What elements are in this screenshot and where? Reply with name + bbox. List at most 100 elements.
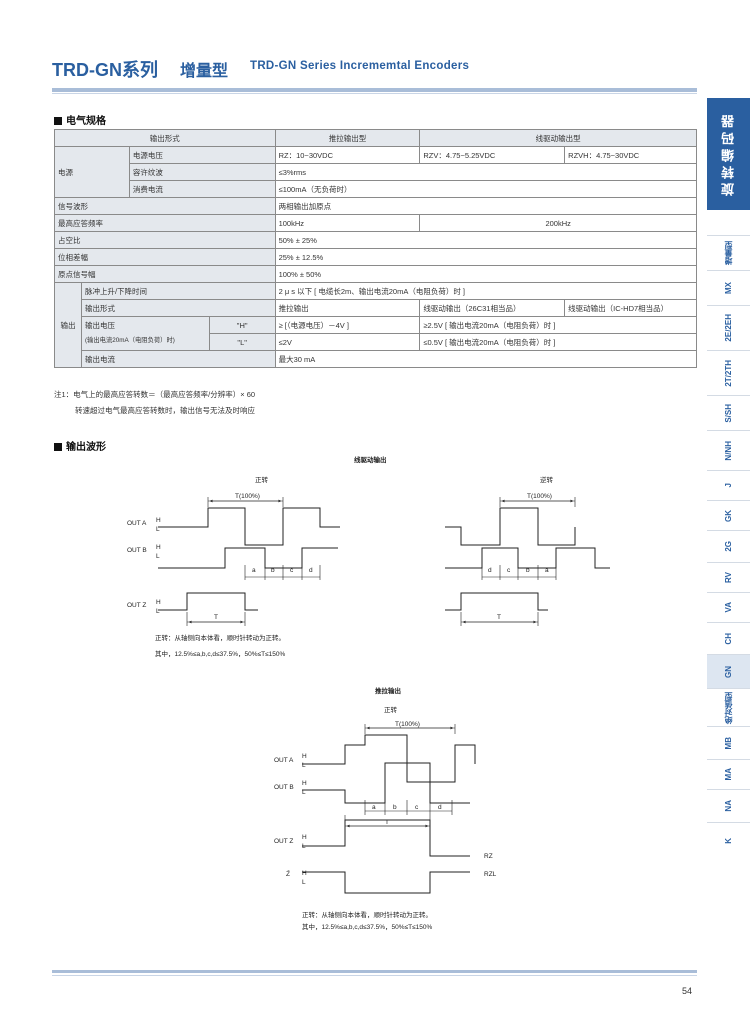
pp-l-z: L bbox=[302, 843, 306, 850]
side-tab-label: MA bbox=[724, 768, 733, 781]
side-tab-na[interactable]: NA bbox=[707, 789, 750, 822]
ld-forward-label: 正转 bbox=[255, 475, 269, 484]
pp-h-zbar: H bbox=[302, 870, 307, 877]
page-number: 54 bbox=[682, 986, 693, 996]
side-tab-gn[interactable]: GN bbox=[707, 654, 750, 688]
side-tab-k[interactable]: K bbox=[707, 822, 750, 858]
side-tab-label: K bbox=[724, 837, 733, 844]
section-square-icon bbox=[54, 117, 62, 125]
row-phase: 位相差幅 bbox=[54, 248, 276, 266]
pp-out-b-label: OUT B bbox=[274, 784, 294, 791]
side-tab-rv[interactable]: RV bbox=[707, 562, 750, 592]
ld-fwd-out-b-wave bbox=[158, 547, 338, 569]
waveform-diagrams: 线驱动输出 正转 T(100%) OUT A H L OUT B H L a b… bbox=[127, 455, 610, 931]
header-output-form: 输出形式 bbox=[54, 129, 276, 147]
pp-l-b: L bbox=[302, 789, 306, 796]
side-tab-label: MX bbox=[724, 282, 733, 294]
cell-out-current: 最大30 mA bbox=[274, 350, 698, 368]
side-tab-label: N/NH bbox=[724, 440, 733, 461]
pp-b-label: b bbox=[393, 804, 397, 811]
ld-fwd-out-b-label: OUT B bbox=[127, 547, 147, 554]
ld-fwd-t-label: T bbox=[214, 614, 218, 621]
note-line-2: 转速超过电气最高应答转数时，输出信号无法及时响应 bbox=[75, 406, 255, 415]
side-tab-n-nh[interactable]: N/NH bbox=[707, 430, 750, 470]
table-row: 输出电流 最大30 mA bbox=[55, 350, 698, 368]
table-row: 输出电压 (输出电流20mA（电阻负荷）时) "H" ≥ [（电源电压）－4V … bbox=[55, 316, 697, 351]
side-tab-label: CH bbox=[724, 632, 733, 645]
ld-fwd-a-label: a bbox=[252, 567, 256, 574]
side-tab-label: 2T/2TH bbox=[724, 359, 733, 387]
ld-fwd-out-a-label: OUT A bbox=[127, 520, 147, 527]
ld-rev-a-label: a bbox=[545, 567, 549, 574]
ld-fwd-l-b: L bbox=[156, 553, 160, 560]
ld-rev-period-label: T(100%) bbox=[527, 493, 552, 500]
section-square-icon bbox=[54, 443, 62, 451]
ld-fwd-l-z: L bbox=[156, 608, 160, 615]
table-row: 最高应答频率 100kHz 200kHz bbox=[54, 214, 697, 232]
push-pull-title: 推拉输出 bbox=[375, 686, 401, 695]
pp-description-2: 其中，12.5%≤a,b,c,d≤37.5%，50%≤T≤150% bbox=[302, 922, 432, 931]
pp-h-z: H bbox=[302, 834, 307, 841]
pp-l-a: L bbox=[302, 762, 306, 769]
ld-reverse-label: 逆转 bbox=[540, 475, 554, 484]
ld-fwd-dimension-lines bbox=[186, 497, 321, 626]
side-tab-mb[interactable]: MB bbox=[707, 726, 750, 759]
row-origin: 原点信号幅 bbox=[54, 265, 276, 283]
side-tab-j[interactable]: J bbox=[707, 470, 750, 500]
side-tab-2e-2eh[interactable]: 2E/2EH bbox=[707, 305, 750, 350]
side-tab--[interactable]: 增量型 bbox=[707, 235, 750, 270]
pp-t-label: T bbox=[385, 819, 389, 826]
pp-description-1: 正转：从轴侧向本体看，顺时针转动为正转。 bbox=[302, 910, 432, 919]
pp-out-z-label: OUT Z bbox=[274, 838, 293, 845]
ld-fwd-c-label: c bbox=[290, 567, 294, 574]
ld-fwd-h-b: H bbox=[156, 544, 161, 551]
ld-fwd-period-label: T(100%) bbox=[235, 493, 260, 500]
table-row: 输出形式 推拉输出 线驱动输出（26C31相当品） 线驱动输出（IC-HD7相当… bbox=[55, 299, 697, 317]
ld-rev-d-label: d bbox=[488, 567, 492, 574]
pp-zbar-wave bbox=[302, 871, 470, 894]
side-tab--[interactable]: 绝对值型 bbox=[707, 688, 750, 726]
row-out-current: 输出电流 bbox=[80, 350, 276, 368]
pp-forward-label: 正转 bbox=[384, 705, 398, 714]
pp-rz-label: RZ bbox=[484, 853, 493, 860]
pp-a-label: a bbox=[372, 804, 376, 811]
side-tab-label: GK bbox=[724, 509, 733, 522]
side-nav: 旋转编码器 bbox=[707, 98, 750, 210]
side-tab-ma[interactable]: MA bbox=[707, 759, 750, 789]
ld-fwd-b-label: b bbox=[271, 567, 275, 574]
section-waveform-heading: 输出波形 bbox=[54, 438, 106, 453]
pp-l-zbar: L bbox=[302, 879, 306, 886]
ld-fwd-out-z-label: OUT Z bbox=[127, 602, 146, 609]
side-tab-label: NA bbox=[724, 800, 733, 812]
pp-out-a-wave bbox=[302, 734, 476, 783]
side-tab-gk[interactable]: GK bbox=[707, 500, 750, 530]
row-ripple: 容许纹波 bbox=[128, 163, 276, 181]
side-tab-ch[interactable]: CH bbox=[707, 622, 750, 654]
side-tab-label: S/SH bbox=[724, 403, 733, 423]
out-voltage-condition: (输出电流20mA（电阻负荷）时) bbox=[84, 337, 175, 344]
ld-rev-c-label: c bbox=[507, 567, 511, 574]
side-tab-label: GN bbox=[724, 665, 733, 678]
side-tab-2t-2th[interactable]: 2T/2TH bbox=[707, 350, 750, 395]
table-row: 信号波形 两相输出加原点 bbox=[54, 197, 698, 215]
row-out-form: 输出形式 bbox=[80, 299, 276, 317]
row-max-freq: 最高应答频率 bbox=[54, 214, 276, 232]
side-tab-s-sh[interactable]: S/SH bbox=[707, 395, 750, 430]
ld-rev-b-label: b bbox=[526, 567, 530, 574]
note-line-1: 注1：电气上的最高应答转数＝（最高应答频率/分辨率）× 60 bbox=[54, 390, 256, 399]
table-row: 电源 电源电压 RZ：10~30VDC RZV：4.75~5.25VDC RZV… bbox=[54, 146, 697, 198]
side-tab-label: 绝对值型 bbox=[724, 691, 733, 724]
side-tab-label: J bbox=[724, 483, 733, 488]
table-row: 容许纹波 ≤3%rms bbox=[55, 163, 698, 181]
side-tab-2g[interactable]: 2G bbox=[707, 530, 750, 562]
side-tab-mx[interactable]: MX bbox=[707, 270, 750, 305]
electrical-spec-table: 输出形式 推拉输出型 线驱动输出型 电源 电源电压 RZ：10~30VDC RZ… bbox=[54, 129, 698, 368]
ld-description-2: 其中，12.5%≤a,b,c,d≤37.5%，50%≤T≤150% bbox=[155, 649, 285, 658]
ld-rev-out-b-wave bbox=[445, 547, 610, 569]
section-waveform-label: 输出波形 bbox=[66, 442, 106, 453]
side-tab-va[interactable]: VA bbox=[707, 592, 750, 622]
side-tab-label: MB bbox=[724, 736, 733, 750]
pp-out-a-label: OUT A bbox=[274, 757, 294, 764]
ld-fwd-h-z: H bbox=[156, 599, 161, 606]
footer-rule bbox=[52, 970, 697, 973]
